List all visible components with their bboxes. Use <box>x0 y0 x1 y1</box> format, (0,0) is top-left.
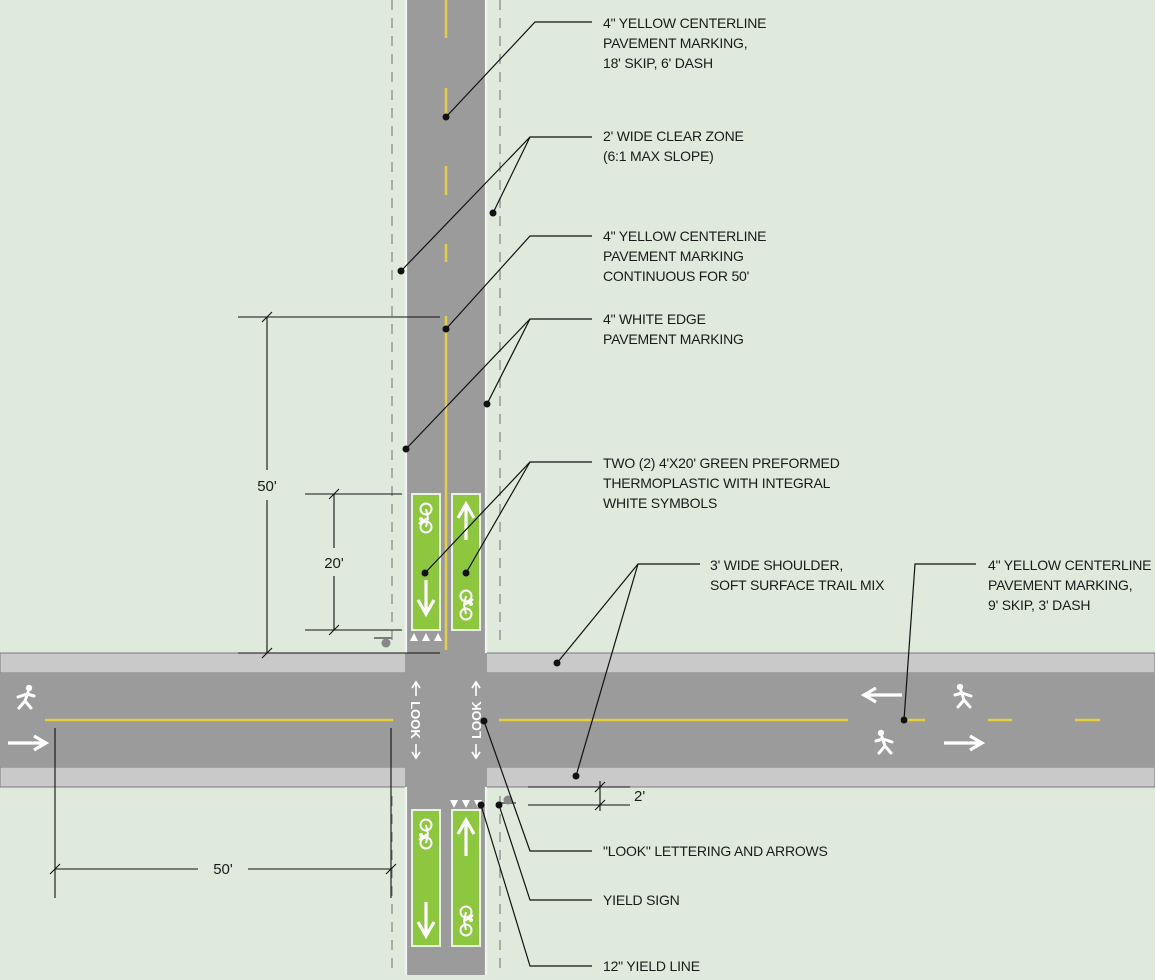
callout-clear-zone: 2' WIDE CLEAR ZONE (6:1 MAX SLOPE) <box>603 128 747 164</box>
top-shoulder <box>0 652 1155 674</box>
callout-centerline-continuous: 4" YELLOW CENTERLINE PAVEMENT MARKING CO… <box>603 228 770 284</box>
look-marking-left: LOOK <box>408 680 423 760</box>
yield-line-north <box>410 633 442 641</box>
arrow-icon <box>456 816 476 856</box>
arrow-icon <box>944 734 986 752</box>
arrow-icon <box>416 902 436 940</box>
dimension-label-vertical-50: 50' <box>257 478 277 495</box>
dimension-vertical-20 <box>305 488 402 636</box>
callout-centerline-skip-9: 4" YELLOW CENTERLINE PAVEMENT MARKING, 9… <box>988 557 1155 613</box>
arrow-icon <box>860 686 902 704</box>
leader-lines <box>400 21 976 967</box>
dimension-vertical-50 <box>238 311 440 659</box>
callout-white-edge: 4" WHITE EDGE PAVEMENT MARKING <box>603 311 744 347</box>
callout-yield-sign: YIELD SIGN <box>603 892 680 908</box>
clear-zone-lines <box>391 0 501 975</box>
callout-shoulder: 3' WIDE SHOULDER, SOFT SURFACE TRAIL MIX <box>710 557 885 593</box>
callout-green-thermoplastic: TWO (2) 4'X20' GREEN PREFORMED THERMOPLA… <box>603 455 843 511</box>
callout-centerline-skip-18: 4" YELLOW CENTERLINE PAVEMENT MARKING, 1… <box>603 15 770 71</box>
callout-look-lettering: "LOOK" LETTERING AND ARROWS <box>603 843 828 859</box>
svg-text:LOOK: LOOK <box>469 701 484 739</box>
dimension-label-shoulder-2: 2' <box>634 788 645 805</box>
dimension-label-horizontal-50: 50' <box>213 861 233 878</box>
look-marking-right: LOOK <box>469 680 484 760</box>
dimension-shoulder-2 <box>528 781 630 811</box>
arrow-icon <box>8 734 50 752</box>
white-edge-lines <box>404 0 488 975</box>
arrow-icon <box>456 500 476 540</box>
yield-sign-icon <box>374 637 392 648</box>
dimension-label-vertical-20: 20' <box>324 555 344 572</box>
leader-dots <box>397 113 908 809</box>
callout-yield-line: 12" YIELD LINE <box>603 958 700 974</box>
svg-text:LOOK: LOOK <box>408 701 423 739</box>
dimension-horizontal-50 <box>49 728 397 898</box>
arrow-icon <box>416 580 436 618</box>
